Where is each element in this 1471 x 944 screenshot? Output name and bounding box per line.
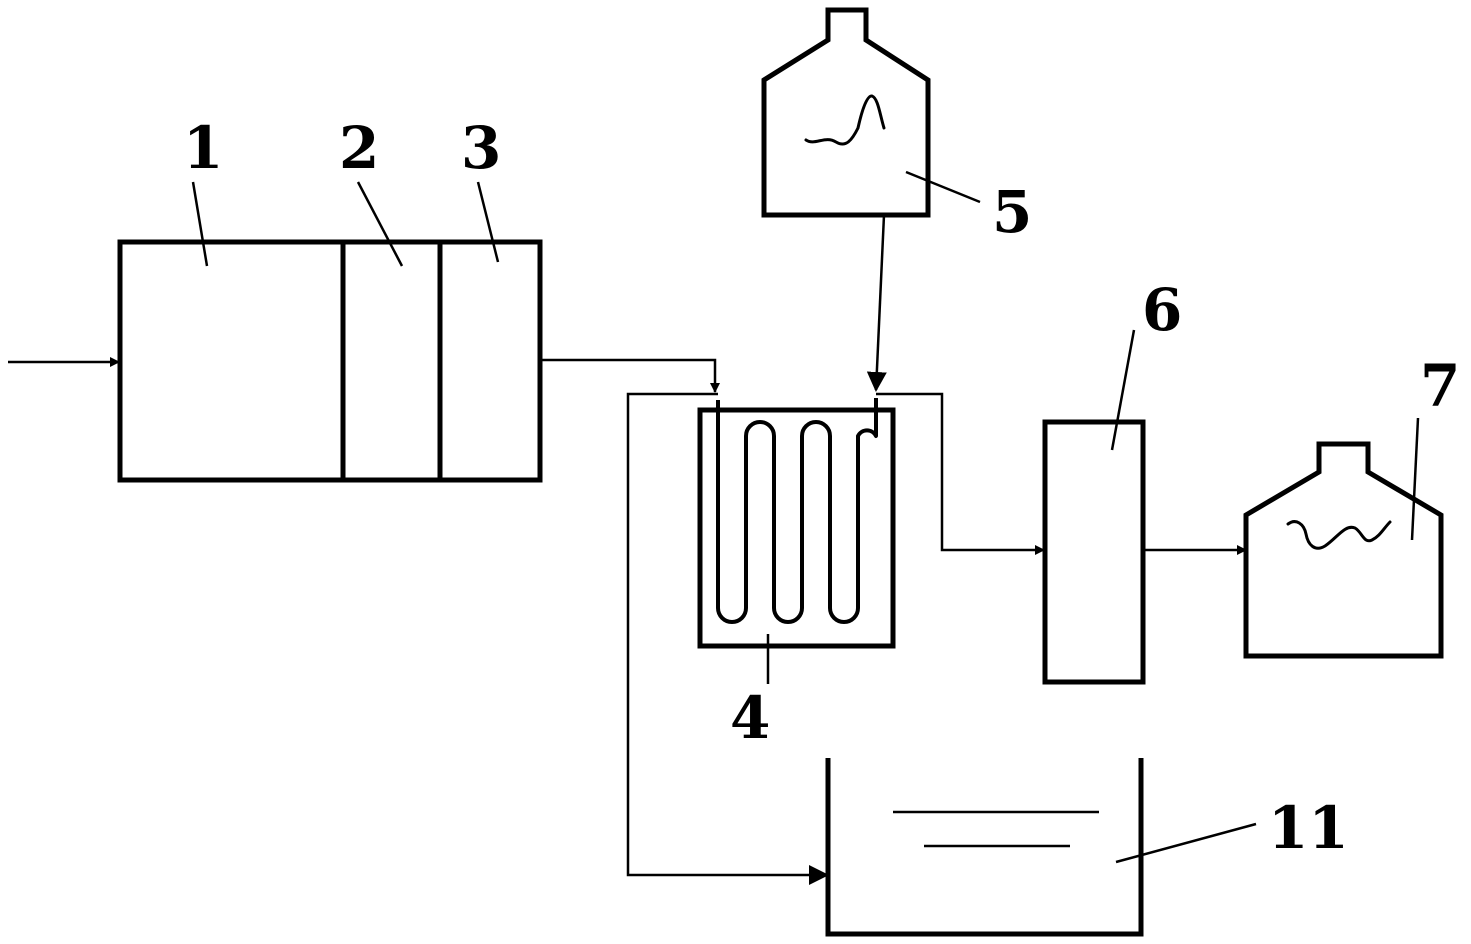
unit-6 <box>1042 419 1146 685</box>
label-5: 5 <box>992 178 1032 246</box>
coil-reactor-4 <box>697 398 896 649</box>
leader-7 <box>1410 417 1420 541</box>
tank-11-outline <box>825 758 1144 937</box>
leader-3 <box>476 181 500 263</box>
unit-1-2-3-block <box>117 239 543 483</box>
pipe-4-to-11 <box>626 392 829 885</box>
label-7: 7 <box>1420 352 1460 420</box>
bottle-5-wave-icon <box>804 94 886 146</box>
reagent-bottle-5 <box>761 7 931 218</box>
label-6: 6 <box>1142 276 1182 344</box>
bottle-5-outline <box>761 7 931 218</box>
serpentine-coil <box>716 398 878 624</box>
unit-block-outline <box>117 239 543 483</box>
label-3: 3 <box>461 114 501 182</box>
label-1: 1 <box>183 114 223 182</box>
coil-vessel-outline <box>697 407 896 649</box>
leader-6 <box>1110 329 1136 451</box>
collection-bottle-7 <box>1243 441 1444 659</box>
leader-11 <box>1115 822 1257 864</box>
pipe-4-to-6 <box>876 392 1045 555</box>
pipe-3-to-4 <box>540 358 720 393</box>
leader-5 <box>905 170 981 204</box>
bottle-7-wave-icon <box>1286 520 1392 550</box>
label-4: 4 <box>730 684 770 752</box>
label-11: 11 <box>1268 794 1349 862</box>
tank-11 <box>825 758 1144 937</box>
leader-2 <box>356 181 404 267</box>
label-2: 2 <box>339 114 379 182</box>
leader-1 <box>191 181 209 267</box>
pipe-5-to-4 <box>866 214 887 392</box>
bottle-7-outline <box>1243 441 1444 659</box>
